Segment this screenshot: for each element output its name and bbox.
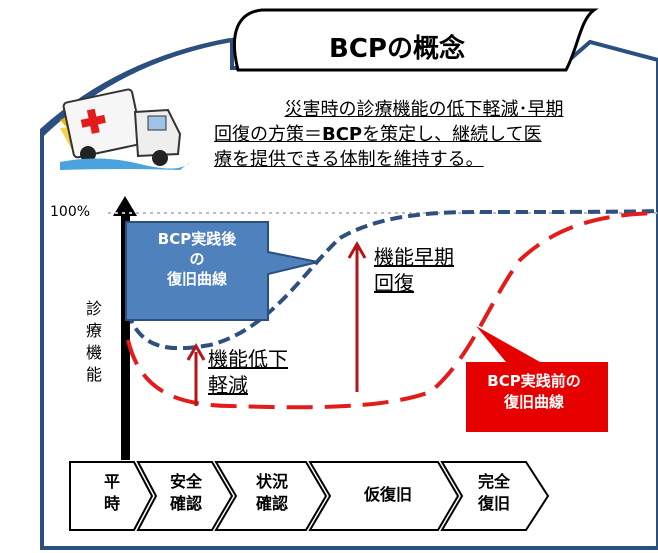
phase-text: 仮復旧 xyxy=(363,485,412,504)
y-axis-label-char: 能 xyxy=(85,365,102,384)
phase-text: 確認 xyxy=(169,494,202,513)
phase-normal: 平 時 xyxy=(92,471,132,515)
phase-text: 平 xyxy=(103,472,120,491)
early-recovery-annotation: 機能早期 回復 xyxy=(374,244,454,296)
before-bcp-callout-line: 復旧曲線 xyxy=(503,393,564,411)
early-recovery-line: 回復 xyxy=(374,271,414,295)
curve-before-bcp xyxy=(126,211,658,410)
y-axis-label-char: 療 xyxy=(85,321,102,340)
y-axis-label-char: 診 xyxy=(85,299,102,318)
phase-text: 完全 xyxy=(477,472,510,491)
reduction-arrow-head xyxy=(186,342,206,361)
after-bcp-callout-line: 復旧曲線 xyxy=(166,270,227,288)
phase-status-check: 状況 確認 xyxy=(244,471,300,515)
y-axis-label-char: 機 xyxy=(85,343,102,362)
phase-text: 安全 xyxy=(169,472,202,491)
phase-full-recovery: 完全 復旧 xyxy=(466,471,522,515)
phase-text: 確認 xyxy=(255,494,288,513)
description-line-2c: を策定し、継続して医 xyxy=(362,124,542,145)
phase-text: 時 xyxy=(103,494,120,513)
before-bcp-callout-line: BCP実践前の xyxy=(487,372,581,390)
y-axis xyxy=(121,210,130,460)
description-line-2a: 回復の方策＝ xyxy=(214,124,322,145)
after-bcp-callout-line: BCP実践後 xyxy=(157,230,237,248)
phase-temporary-recovery: 仮復旧 xyxy=(340,484,436,506)
after-bcp-callout: BCP実践後 の 復旧曲線 xyxy=(132,229,262,289)
description-line-1: 災害時の診療機能の低下軽減･早期 xyxy=(284,99,564,120)
reduction-annotation: 機能低下 軽減 xyxy=(208,346,288,398)
reduction-line: 機能低下 xyxy=(208,347,288,371)
before-bcp-callout: BCP実践前の 復旧曲線 xyxy=(470,371,598,413)
title-tab xyxy=(233,8,599,72)
before-bcp-callout-shape xyxy=(466,326,608,432)
after-bcp-callout-shape xyxy=(125,221,319,321)
curve-after-bcp xyxy=(126,209,658,351)
reduction-line: 軽減 xyxy=(208,373,248,397)
recovery-arrow-head xyxy=(347,240,367,259)
early-recovery-line: 機能早期 xyxy=(374,245,454,269)
y-axis-label: 診 療 機 能 xyxy=(84,298,104,386)
page-title: BCPの概念 xyxy=(329,34,465,64)
phase-bar xyxy=(69,461,550,531)
phase-safety-check: 安全 確認 xyxy=(158,471,214,515)
description-line-2b: BCP xyxy=(322,124,363,145)
y-axis-top-tick: 100% xyxy=(50,204,91,220)
phase-text: 復旧 xyxy=(477,494,510,513)
phase-text: 状況 xyxy=(255,472,288,491)
description-line-3: 療を提供できる体制を維持する。 xyxy=(214,149,484,170)
after-bcp-callout-line: の xyxy=(189,250,205,268)
y-axis-arrow xyxy=(113,196,137,216)
description: 災害時の診療機能の低下軽減･早期 回復の方策＝BCPを策定し、継続して医 療を提… xyxy=(214,97,634,172)
ambulance-icon xyxy=(60,88,190,170)
